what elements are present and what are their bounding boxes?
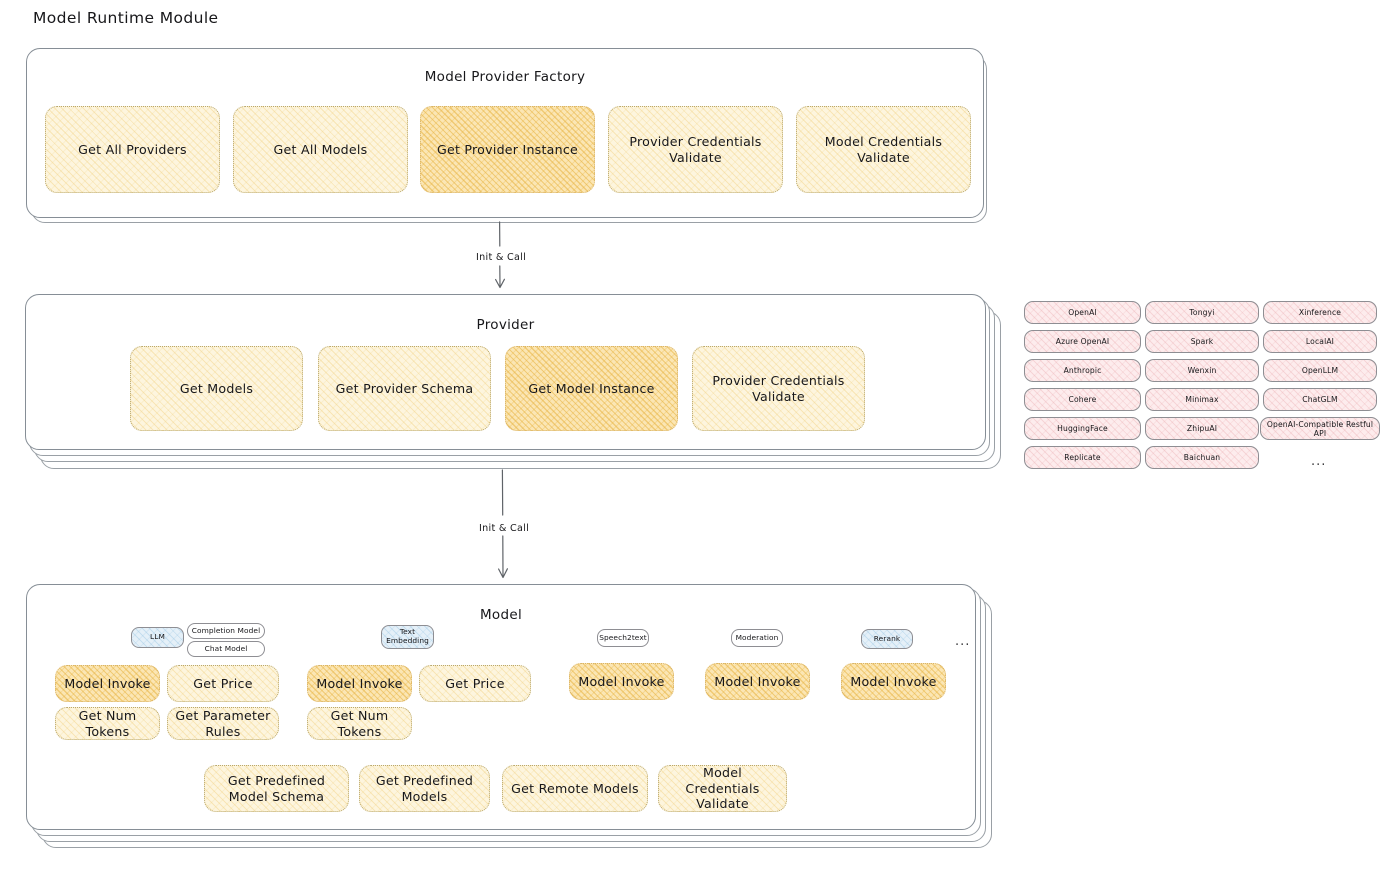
provider-node-get-provider-schema[interactable]: Get Provider Schema [318, 346, 491, 431]
model-node-llm-get-price[interactable]: Get Price [167, 665, 279, 702]
model-node-get-remote-models[interactable]: Get Remote Models [502, 765, 648, 812]
model-badge-speech2text[interactable]: Speech2text [597, 629, 649, 647]
provider-chip-zhipuai[interactable]: ZhipuAI [1145, 417, 1259, 440]
model-node-llm-get-parameter-rules[interactable]: Get Parameter Rules [167, 707, 279, 740]
factory-node-get-provider-instance[interactable]: Get Provider Instance [420, 106, 595, 193]
provider-title: Provider [476, 317, 535, 333]
provider-chip-azure-openai[interactable]: Azure OpenAI [1024, 330, 1141, 353]
model-node-get-predefined-model-schema[interactable]: Get Predefined Model Schema [204, 765, 349, 812]
arrow-2-label: Init & Call [476, 523, 533, 534]
factory-node-get-all-providers[interactable]: Get All Providers [45, 106, 220, 193]
model-node-llm-model-invoke[interactable]: Model Invoke [55, 665, 160, 702]
provider-chip-chatglm[interactable]: ChatGLM [1263, 388, 1377, 411]
provider-chip-openllm[interactable]: OpenLLM [1263, 359, 1377, 382]
model-node-text-embedding-model-invoke[interactable]: Model Invoke [307, 665, 412, 702]
model-provider-factory-card: Model Provider Factory Get All Providers… [26, 48, 984, 218]
model-node-text-embedding-get-price[interactable]: Get Price [419, 665, 531, 702]
factory-node-model-credentials-validate[interactable]: Model Credentials Validate [796, 106, 971, 193]
model-badge-moderation[interactable]: Moderation [731, 629, 783, 647]
provider-chip-xinference[interactable]: Xinference [1263, 301, 1377, 324]
provider-chip-spark[interactable]: Spark [1145, 330, 1259, 353]
provider-chip-minimax[interactable]: Minimax [1145, 388, 1259, 411]
arrow-provider-to-model [498, 469, 508, 579]
provider-chip-replicate[interactable]: Replicate [1024, 446, 1141, 469]
model-badge-rerank[interactable]: Rerank [861, 629, 913, 649]
model-types-more: ... [955, 634, 971, 649]
model-node-llm-get-num-tokens[interactable]: Get Num Tokens [55, 707, 160, 740]
model-node-moderation-model-invoke[interactable]: Model Invoke [705, 663, 810, 700]
provider-node-get-models[interactable]: Get Models [130, 346, 303, 431]
arrow-1-label: Init & Call [473, 252, 530, 263]
page-title: Model Runtime Module [33, 9, 219, 27]
model-node-speech2text-model-invoke[interactable]: Model Invoke [569, 663, 674, 700]
model-badge-llm[interactable]: LLM [131, 627, 184, 648]
provider-chip-localai[interactable]: LocalAI [1263, 330, 1377, 353]
provider-chip-wenxin[interactable]: Wenxin [1145, 359, 1259, 382]
provider-list-more: ... [1311, 454, 1327, 469]
provider-chip-anthropic[interactable]: Anthropic [1024, 359, 1141, 382]
model-badge-completion-model[interactable]: Completion Model [187, 623, 265, 639]
provider-node-provider-credentials-validate[interactable]: Provider Credentials Validate [692, 346, 865, 431]
provider-chip-tongyi[interactable]: Tongyi [1145, 301, 1259, 324]
model-badge-text-embedding[interactable]: Text Embedding [381, 625, 434, 649]
provider-card: Provider Get Models Get Provider Schema … [25, 294, 986, 450]
provider-chip-openai-compatible-restful-api[interactable]: OpenAI-Compatible Restful API [1260, 417, 1380, 440]
provider-chip-cohere[interactable]: Cohere [1024, 388, 1141, 411]
factory-node-provider-credentials-validate[interactable]: Provider Credentials Validate [608, 106, 783, 193]
model-card: Model LLM Completion Model Chat Model Mo… [26, 584, 976, 830]
model-node-rerank-model-invoke[interactable]: Model Invoke [841, 663, 946, 700]
model-title: Model [479, 607, 523, 623]
model-node-text-embedding-get-num-tokens[interactable]: Get Num Tokens [307, 707, 412, 740]
model-badge-chat-model[interactable]: Chat Model [187, 641, 265, 657]
model-node-get-predefined-models[interactable]: Get Predefined Models [359, 765, 490, 812]
provider-chip-openai[interactable]: OpenAI [1024, 301, 1141, 324]
factory-node-get-all-models[interactable]: Get All Models [233, 106, 408, 193]
factory-title: Model Provider Factory [424, 69, 586, 85]
provider-chip-huggingface[interactable]: HuggingFace [1024, 417, 1141, 440]
provider-node-get-model-instance[interactable]: Get Model Instance [505, 346, 678, 431]
provider-chip-baichuan[interactable]: Baichuan [1145, 446, 1259, 469]
model-node-model-credentials-validate[interactable]: Model Credentials Validate [658, 765, 787, 812]
arrow-factory-to-provider [495, 221, 505, 289]
